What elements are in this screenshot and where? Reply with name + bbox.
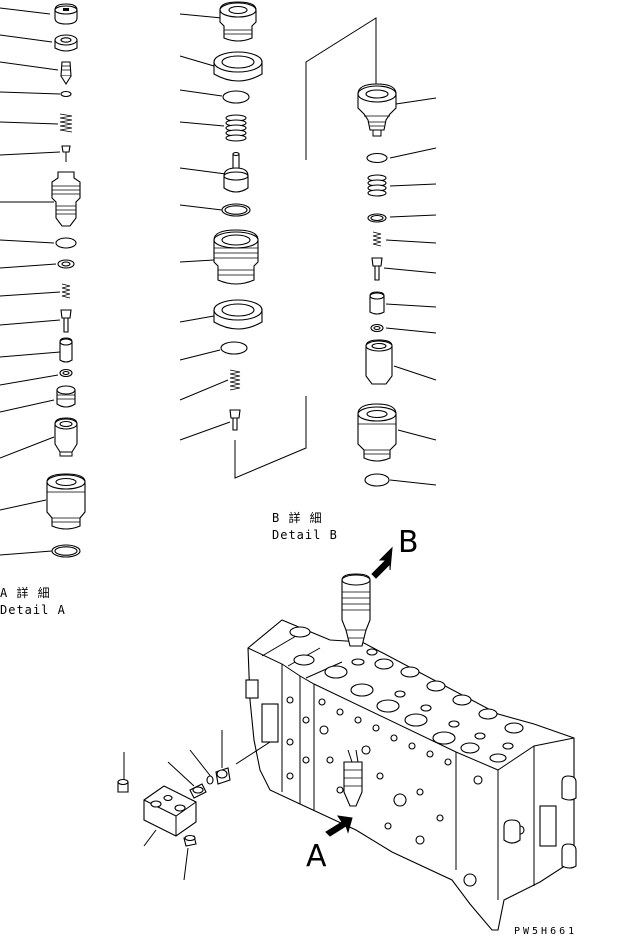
flange-bolt-part [117, 778, 129, 793]
detail-b-frame [234, 17, 377, 479]
detail-a-leader-lines [0, 7, 61, 556]
detail-b-label-jp: B 詳 細 [272, 510, 323, 525]
valve-front-ports [286, 696, 525, 887]
valve-body-part [51, 171, 81, 227]
middle-poppet-part [223, 151, 249, 193]
middle-spring-2-part [229, 369, 241, 391]
detail-b-o-ring-part [366, 152, 388, 164]
detail-b-label-en: Detail B [272, 528, 338, 542]
control-valve-assembly [245, 573, 577, 931]
small-spring-part [61, 283, 71, 299]
flange-adapter-part [215, 767, 231, 785]
detail-b-spring-part [372, 231, 382, 247]
flange-spacer-part [189, 783, 207, 799]
detail-b-spring-stack-part [367, 174, 387, 197]
detail-a-label-en: Detail A [0, 603, 66, 617]
lower-nut-part [213, 299, 263, 330]
detail-b-pin-part [371, 257, 383, 281]
flange-lower-bolt-part [183, 834, 197, 847]
piston-part [59, 337, 73, 363]
lock-nut-part [54, 34, 78, 52]
poppet-part [60, 61, 72, 86]
o-ring-part [55, 237, 77, 249]
detail-b-sleeve-part [365, 339, 393, 385]
mounted-small-valve [343, 749, 363, 807]
detail-b-valve-part [357, 83, 397, 137]
middle-o-ring-3-part [220, 341, 248, 355]
detail-b-column: B 詳 細 Detail B [272, 83, 437, 542]
backup-ring-part [57, 259, 75, 269]
middle-leader-lines [179, 13, 231, 441]
middle-valve-body-part [213, 229, 259, 285]
drawing-code: PW5H661 [514, 926, 577, 937]
large-o-ring-part [51, 544, 81, 558]
middle-o-ring-2-part [221, 203, 251, 217]
flange-assembly-parts [117, 730, 271, 881]
middle-pin-part [229, 409, 241, 431]
detail-a-column: A 詳 細 Detail A [0, 3, 86, 617]
arrow-a-indicator: A [306, 815, 353, 874]
guide-pin-part [60, 309, 72, 333]
middle-column [179, 1, 263, 441]
detail-b-small-ring-part [370, 323, 384, 333]
mounted-relief-valve [341, 573, 371, 647]
detail-b-leader-lines [383, 97, 437, 486]
upper-nut-part [213, 51, 263, 82]
spring-part [59, 113, 73, 133]
valve-top-ports [289, 626, 524, 763]
valve-block-section-lines [247, 635, 575, 900]
upper-plug-part [219, 1, 257, 42]
detail-b-large-o-ring-part [364, 473, 390, 487]
small-ring-part [59, 368, 73, 378]
arrow-b-letter: B [398, 525, 419, 560]
detail-b-piston-part [369, 291, 385, 315]
flange-block-part [143, 785, 197, 837]
middle-o-ring-part [222, 90, 250, 104]
pin-part [61, 145, 71, 162]
valve-side-caps [245, 679, 577, 869]
sleeve-part [54, 417, 78, 457]
detail-b-ring-part [367, 213, 387, 223]
detail-a-label-jp: A 詳 細 [0, 585, 51, 600]
valve-block-outline [247, 619, 575, 931]
small-o-ring-part [60, 90, 72, 98]
arrow-a-letter: A [306, 839, 327, 874]
middle-spring-part [225, 114, 247, 142]
detail-b-plug-part [357, 403, 397, 462]
plug-part [46, 473, 86, 530]
flange-o-ring-part [206, 775, 214, 785]
spring-guide-part [56, 385, 76, 408]
cap-part [54, 3, 78, 25]
arrow-b-indicator: B [371, 525, 419, 579]
